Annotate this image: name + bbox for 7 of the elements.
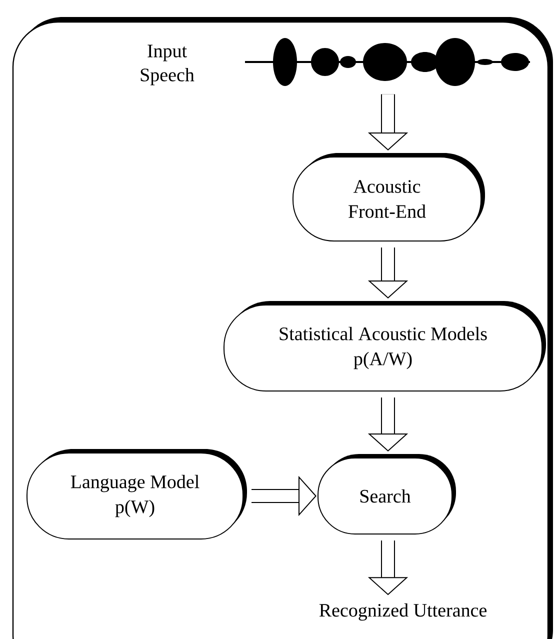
process-box: Statistical Acoustic Models p(A/W) [224, 301, 546, 392]
output-label: Recognized Utterance [319, 603, 486, 621]
process-box: Language Model p(W) [26, 449, 247, 540]
input-label: Input Speech [140, 44, 194, 86]
picture [245, 38, 530, 86]
process-box: Search [318, 454, 456, 534]
process-box: Acoustic Front-End [292, 153, 485, 242]
